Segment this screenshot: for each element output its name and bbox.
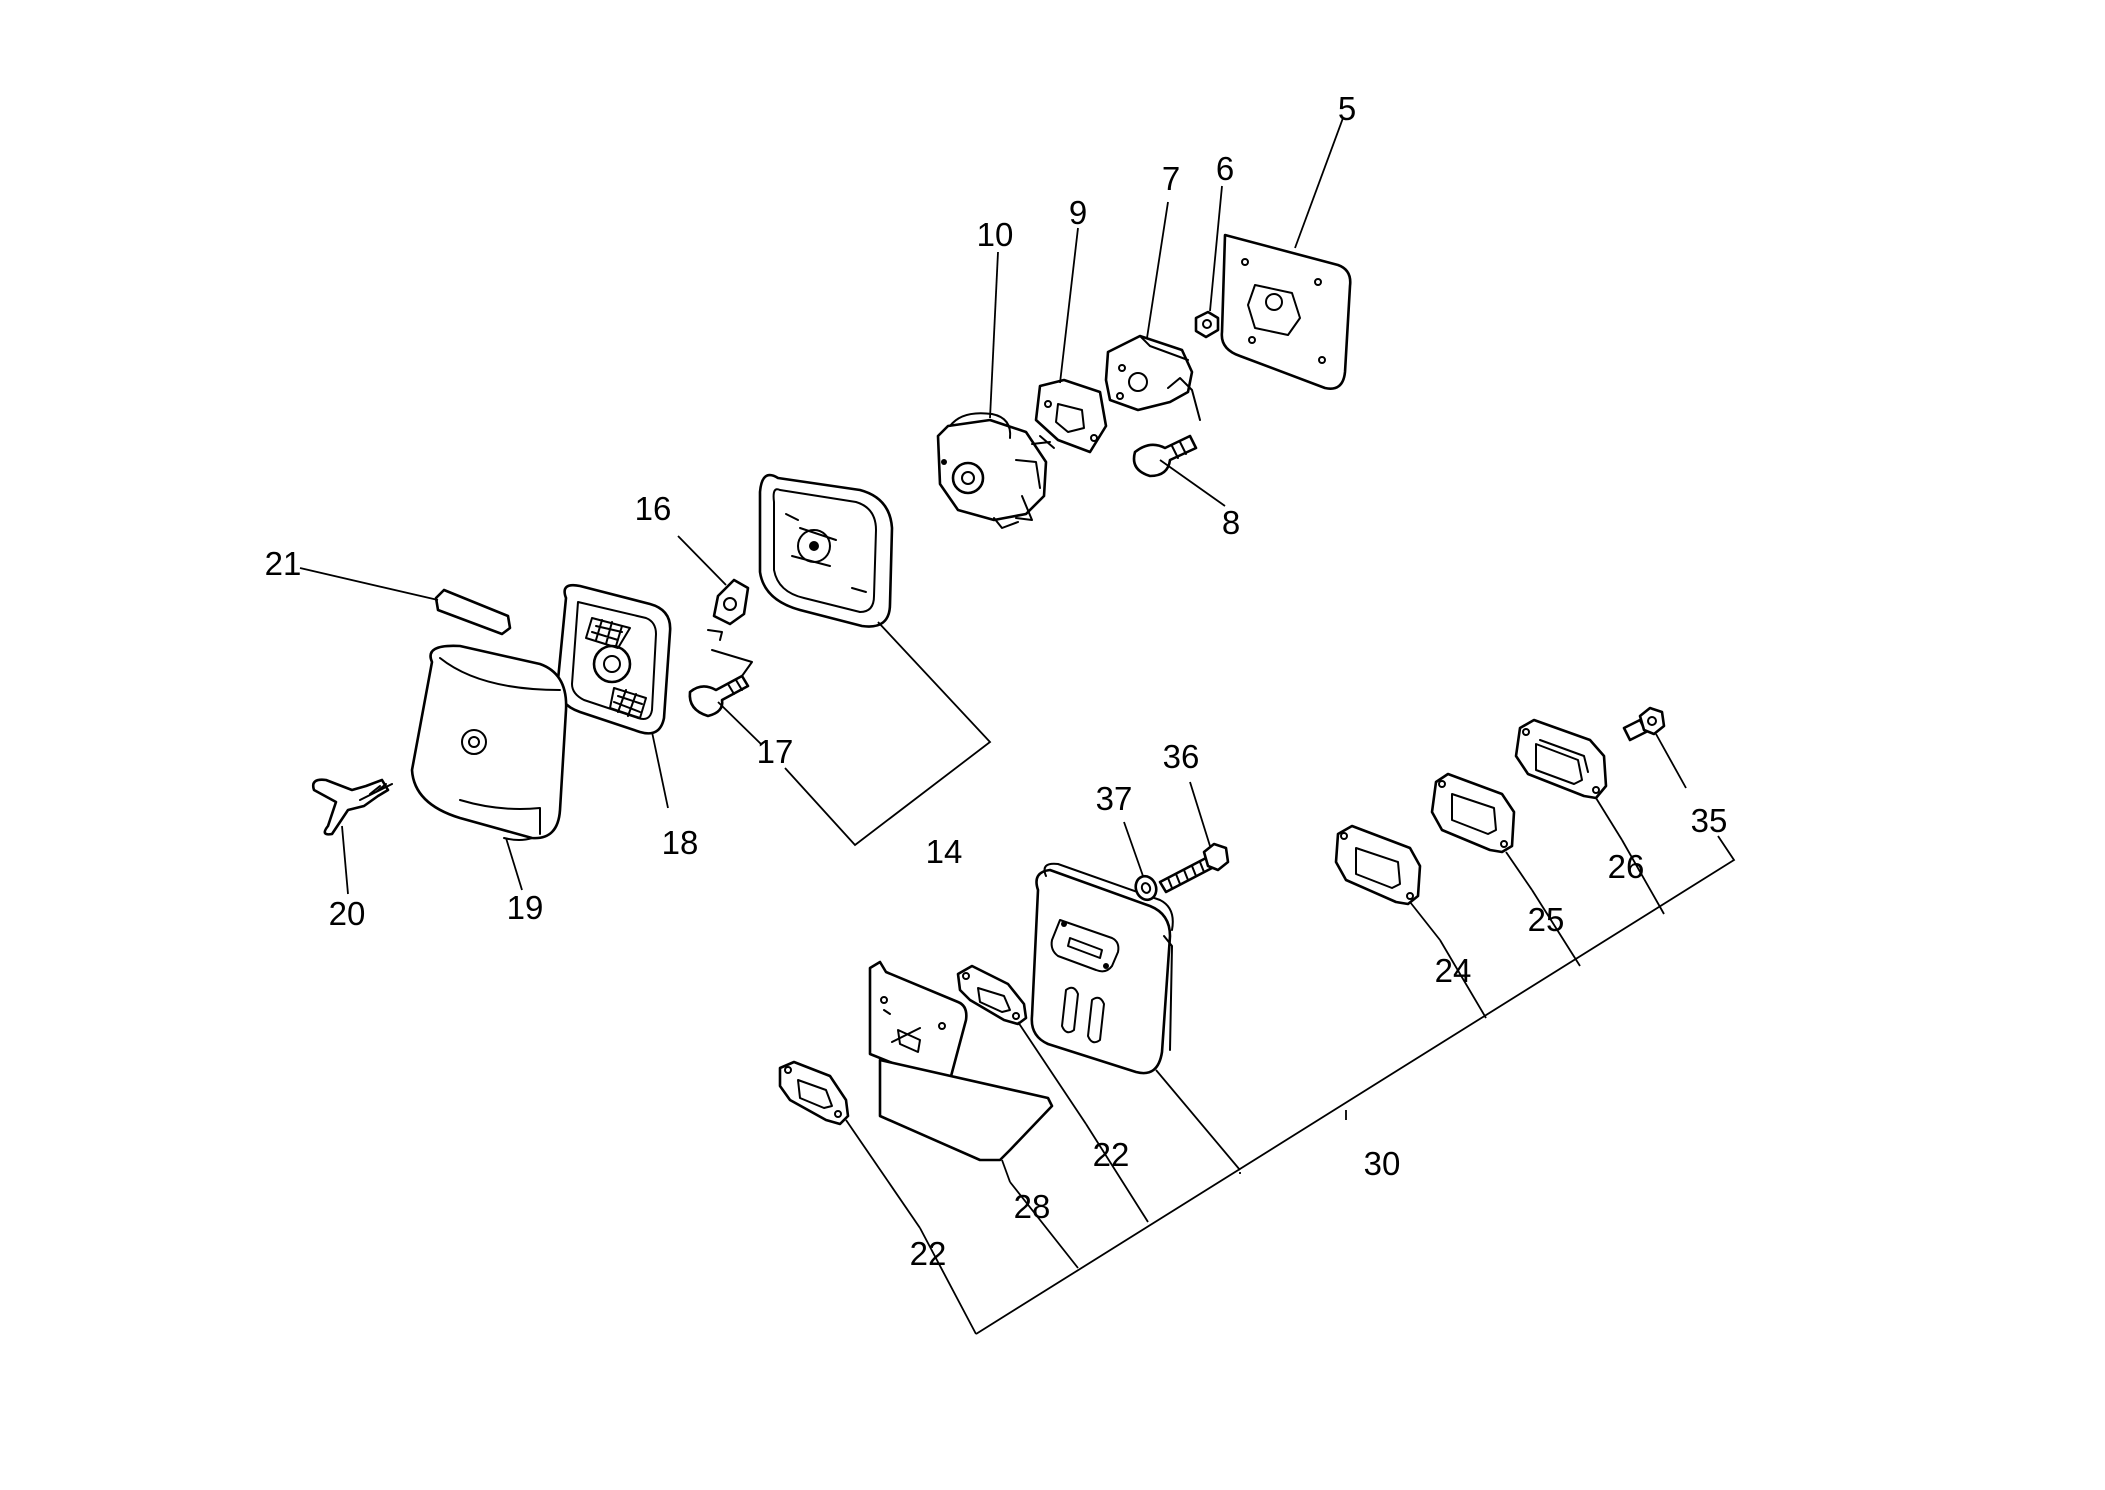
leader-18 xyxy=(651,731,669,809)
leader-36 xyxy=(1189,781,1211,847)
callout-28: 28 xyxy=(1014,1188,1051,1225)
callout-17: 17 xyxy=(757,733,794,770)
callout-22b: 22 xyxy=(1093,1136,1130,1173)
leader-7 xyxy=(1146,201,1169,339)
part-17-bolt xyxy=(688,649,753,718)
callout-24: 24 xyxy=(1435,952,1472,989)
leader-6 xyxy=(1209,185,1223,312)
part-14-air-cleaner-case xyxy=(758,473,894,628)
part-8-screw xyxy=(1132,434,1198,478)
leader-10 xyxy=(989,251,999,419)
part-25-gasket xyxy=(1430,772,1516,854)
leader-37 xyxy=(1123,821,1144,877)
part-10-carburetor xyxy=(936,412,1055,529)
part-24-gasket xyxy=(1334,824,1422,906)
part-6-nut xyxy=(1194,310,1220,339)
callout-36: 36 xyxy=(1163,738,1200,775)
leader-22a xyxy=(845,1119,921,1229)
part-18-air-filter xyxy=(556,583,672,735)
leader-14 xyxy=(784,621,992,847)
part-16-bracket xyxy=(707,578,750,641)
callout-35: 35 xyxy=(1691,802,1728,839)
callout-14: 14 xyxy=(926,833,963,870)
callout-18: 18 xyxy=(662,824,699,861)
callout-5: 5 xyxy=(1338,90,1356,127)
part-37-washer xyxy=(1134,874,1158,902)
leader-22b xyxy=(1017,1021,1087,1125)
part-26-exhaust-cover xyxy=(1514,718,1608,800)
callout-19: 19 xyxy=(507,889,544,926)
leader-21 xyxy=(299,567,439,601)
leader-28 xyxy=(1001,1159,1011,1183)
callout-8: 8 xyxy=(1222,504,1240,541)
leader-5 xyxy=(1294,117,1344,249)
leader-17 xyxy=(717,701,763,746)
part-22-gasket-lower xyxy=(778,1060,850,1126)
part-22-gasket-upper xyxy=(956,964,1028,1026)
leader-30-bracket xyxy=(919,835,1736,1335)
leader-9 xyxy=(1059,227,1079,384)
part-5-insulator-gasket xyxy=(1220,233,1352,390)
leader-24 xyxy=(1409,901,1441,941)
leader-20 xyxy=(341,825,349,895)
part-9-gasket xyxy=(1034,378,1108,454)
leader-30-muffler xyxy=(1155,1069,1241,1171)
part-19-air-cleaner-cover xyxy=(410,644,568,841)
callout-25: 25 xyxy=(1528,901,1565,938)
callout-6: 6 xyxy=(1216,150,1234,187)
leader-25 xyxy=(1505,851,1533,891)
part-28-heat-shield xyxy=(868,960,1054,1162)
leader-19 xyxy=(505,837,523,891)
callout-30: 30 xyxy=(1364,1145,1401,1182)
callout-16: 16 xyxy=(635,490,672,527)
callout-10: 10 xyxy=(977,216,1014,253)
part-21-label xyxy=(434,588,512,636)
part-36-bolt xyxy=(1158,842,1230,894)
part-30-muffler xyxy=(1030,862,1174,1075)
callout-26: 26 xyxy=(1608,848,1645,885)
leader-16 xyxy=(677,535,727,586)
leader-8 xyxy=(1159,459,1226,507)
callout-37: 37 xyxy=(1096,780,1133,817)
part-35-screw xyxy=(1622,706,1666,742)
callout-20: 20 xyxy=(329,895,366,932)
callout-22a: 22 xyxy=(910,1235,947,1272)
leader-35 xyxy=(1655,733,1687,789)
callout-9: 9 xyxy=(1069,194,1087,231)
callout-21: 21 xyxy=(265,545,302,582)
callout-7: 7 xyxy=(1162,160,1180,197)
part-20-wing-knob xyxy=(311,778,393,836)
leader-26 xyxy=(1595,797,1623,841)
part-7-carburetor-holder xyxy=(1104,334,1201,421)
